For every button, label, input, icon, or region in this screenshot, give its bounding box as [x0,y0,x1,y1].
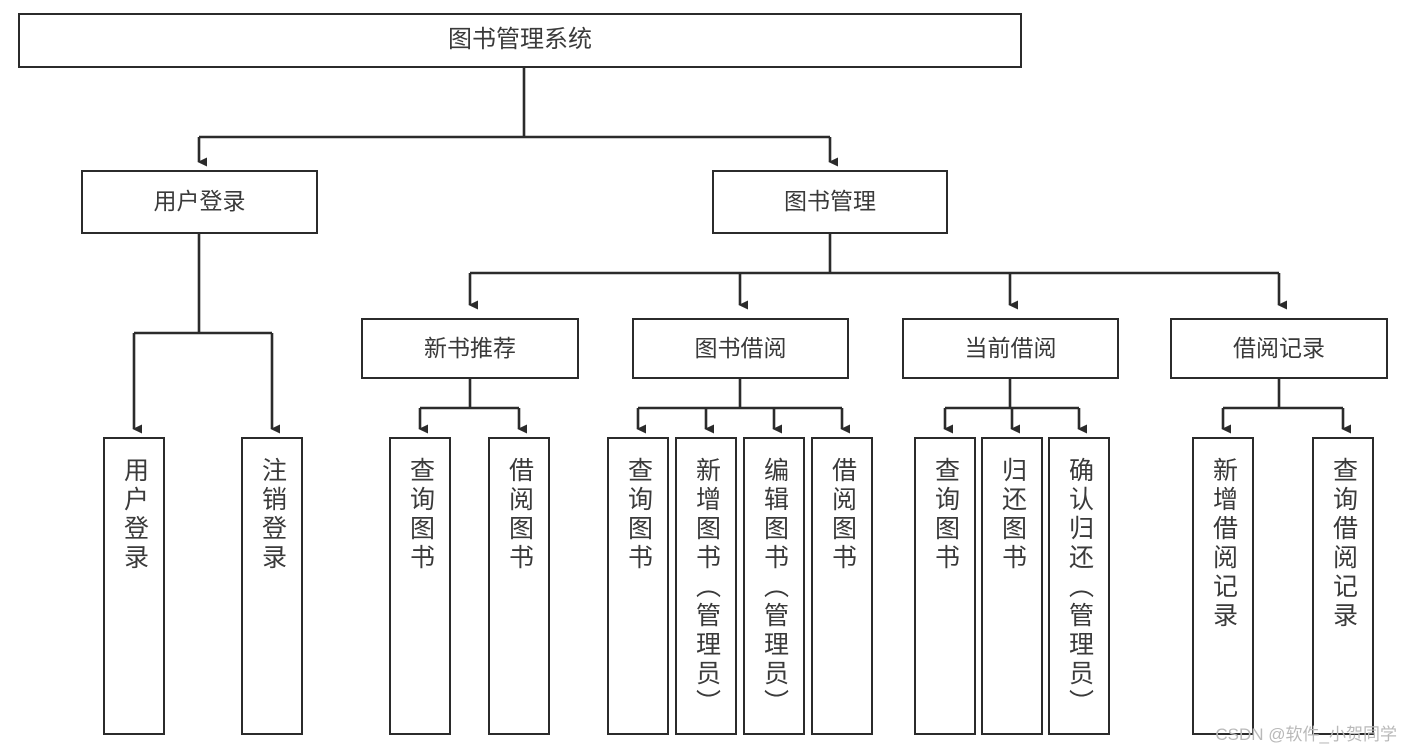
node-book-manage[interactable]: 图书管理 [712,170,948,234]
leaf-query-book-2-label: 查询图书 [624,457,653,573]
node-user-login-label: 用户登录 [153,188,246,215]
leaf-user-login[interactable]: 用户登录 [103,437,165,735]
leaf-borrow-book-1-label: 借阅图书 [505,457,534,573]
leaf-borrow-book-2-label: 借阅图书 [828,457,857,573]
leaf-query-record[interactable]: 查询借阅记录 [1312,437,1374,735]
node-new-book-rec[interactable]: 新书推荐 [361,318,579,379]
node-book-borrow[interactable]: 图书借阅 [632,318,849,379]
leaf-add-book-label: 新增图书（管理员） [692,457,721,718]
leaf-query-book-3[interactable]: 查询图书 [914,437,976,735]
node-borrow-record-label: 借阅记录 [1233,334,1325,361]
node-root-label: 图书管理系统 [448,26,592,54]
csdn-watermark: CSDN @软件_小贺同学 [1215,725,1397,744]
leaf-return-book-label: 归还图书 [998,457,1027,573]
leaf-user-login-label: 用户登录 [120,457,149,573]
node-book-manage-label: 图书管理 [784,188,876,215]
node-current-borrow-label: 当前借阅 [964,334,1057,361]
leaf-query-book-1[interactable]: 查询图书 [389,437,451,735]
leaf-query-book-1-label: 查询图书 [406,457,435,573]
leaf-query-book-3-label: 查询图书 [931,457,960,573]
node-root[interactable]: 图书管理系统 [18,13,1022,68]
leaf-user-logout[interactable]: 注销登录 [241,437,303,735]
node-current-borrow[interactable]: 当前借阅 [902,318,1119,379]
leaf-query-record-label: 查询借阅记录 [1329,457,1358,631]
leaf-add-book[interactable]: 新增图书（管理员） [675,437,737,735]
leaf-borrow-book-1[interactable]: 借阅图书 [488,437,550,735]
leaf-add-record-label: 新增借阅记录 [1209,457,1238,631]
node-book-borrow-label: 图书借阅 [694,334,787,361]
leaf-edit-book[interactable]: 编辑图书（管理员） [743,437,805,735]
leaf-confirm-return-label: 确认归还（管理员） [1065,457,1094,718]
leaf-confirm-return[interactable]: 确认归还（管理员） [1048,437,1110,735]
leaf-user-logout-label: 注销登录 [258,457,287,573]
leaf-edit-book-label: 编辑图书（管理员） [760,457,789,718]
leaf-return-book[interactable]: 归还图书 [981,437,1043,735]
leaf-query-book-2[interactable]: 查询图书 [607,437,669,735]
node-borrow-record[interactable]: 借阅记录 [1170,318,1388,379]
leaf-borrow-book-2[interactable]: 借阅图书 [811,437,873,735]
node-user-login[interactable]: 用户登录 [81,170,318,234]
node-new-book-rec-label: 新书推荐 [424,334,516,361]
leaf-add-record[interactable]: 新增借阅记录 [1192,437,1254,735]
